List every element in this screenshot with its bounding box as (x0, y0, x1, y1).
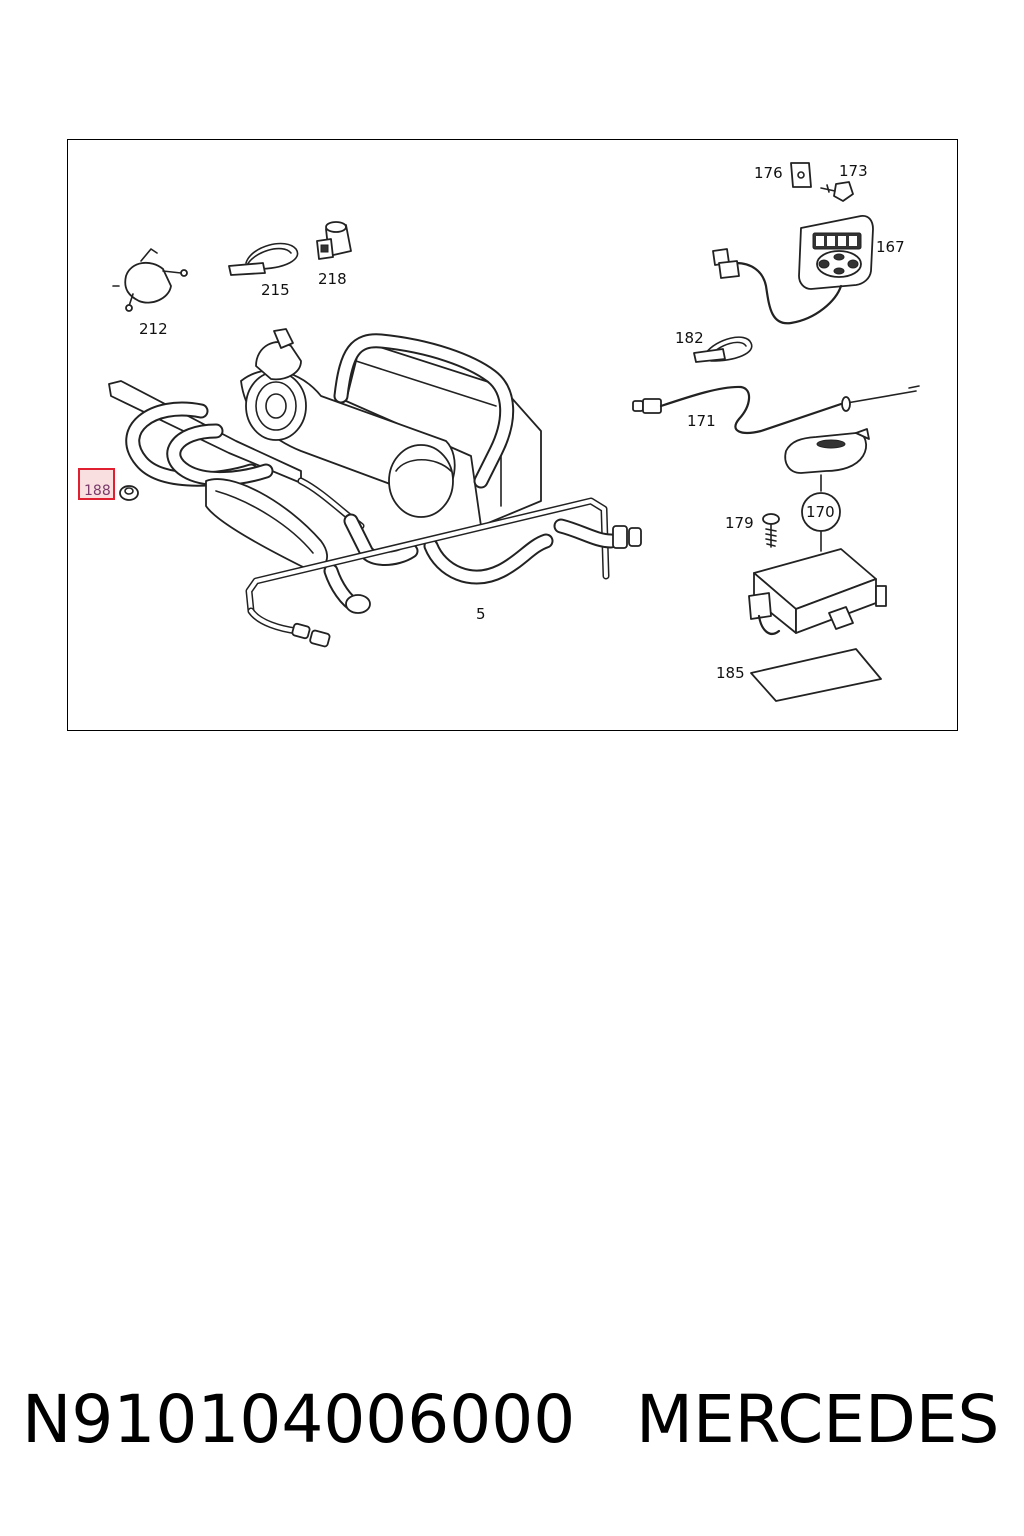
part-171-cable (632, 385, 920, 435)
callout-188: 188 (84, 483, 111, 499)
brand-name: MERCEDES (636, 1381, 1000, 1458)
callout-176: 176 (754, 164, 783, 182)
callout-173: 173 (839, 162, 868, 180)
heater-assembly (108, 328, 642, 648)
part-176-clip (790, 162, 812, 188)
callout-5: 5 (476, 605, 486, 623)
part-179-screw (762, 513, 780, 548)
part-number: N910104006000 (22, 1381, 576, 1458)
part-170-remote (784, 428, 870, 552)
callout-182: 182 (675, 329, 704, 347)
callout-185: 185 (716, 664, 745, 682)
callout-179: 179 (725, 514, 754, 532)
part-182-cable-tie (693, 336, 753, 363)
callout-218: 218 (318, 270, 347, 288)
callout-215: 215 (261, 281, 290, 299)
parts-exploded-diagram: 176 173 167 212 215 218 182 171 179 170 … (78, 162, 920, 702)
part-188-nut (119, 485, 139, 501)
part-185-control-unit (748, 548, 887, 702)
part-218-connector (316, 221, 352, 260)
callout-167: 167 (876, 238, 905, 256)
part-212-bracket (112, 248, 188, 312)
part-167-control-panel (712, 215, 874, 325)
diagram-frame: 176 173 167 212 215 218 182 171 179 170 … (67, 139, 958, 731)
part-215-cable-tie (228, 242, 299, 276)
part-173-screw (820, 181, 854, 202)
caption-bar: N910104006000 MERCEDES (0, 1370, 1024, 1470)
callout-170: 170 (806, 503, 835, 521)
callout-171: 171 (687, 412, 716, 430)
callout-212: 212 (139, 320, 168, 338)
highlight-box (78, 468, 115, 500)
